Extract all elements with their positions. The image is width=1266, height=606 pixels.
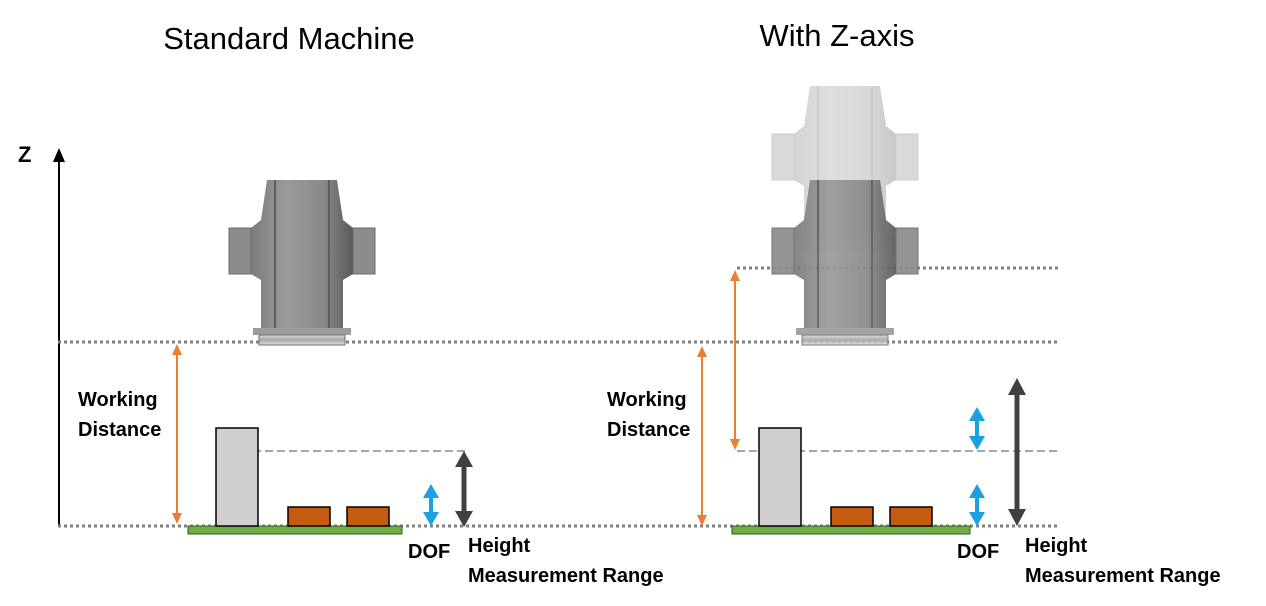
small-component-right-1: [830, 506, 874, 527]
height-range-label-right-line1: Height: [1025, 535, 1088, 557]
dof-arrow-right-lower: [969, 484, 985, 526]
dof-label-left: DOF: [408, 541, 450, 563]
pcb-board-left: [187, 525, 403, 535]
small-component-right-2: [889, 506, 933, 527]
working-distance-label-left-line2: Distance: [78, 419, 161, 441]
height-range-label-left-line1: Height: [468, 535, 531, 557]
small-component-left-2: [346, 506, 390, 527]
dof-arrow-right-upper: [969, 407, 985, 450]
pcb-assembly-left: [187, 427, 403, 535]
working-distance-label-right-line1: Working: [607, 389, 687, 411]
working-distance-arrow-right: [697, 346, 707, 526]
tall-component-left: [215, 427, 259, 527]
working-distance-label-left-line1: Working: [78, 389, 158, 411]
z-axis: [53, 148, 65, 526]
camera-right: [771, 179, 919, 346]
dof-arrow-left: [423, 484, 439, 526]
small-component-left-1: [287, 506, 331, 527]
working-distance-label-right-line2: Distance: [607, 419, 690, 441]
pcb-board-right: [731, 525, 971, 535]
height-range-arrow-right: [1008, 378, 1026, 526]
working-distance-arrow-left: [172, 344, 182, 524]
tall-component-right: [758, 427, 802, 527]
z-travel-arrow-right: [730, 270, 740, 450]
height-range-label-right-line2: Measurement Range: [1025, 565, 1221, 587]
pcb-assembly-right: [731, 427, 971, 535]
reference-lines: [58, 266, 1058, 528]
title-with-z-axis: With Z-axis: [760, 18, 915, 53]
camera-left: [228, 179, 376, 346]
height-range-arrow-left: [455, 451, 473, 527]
height-range-label-left-line2: Measurement Range: [468, 565, 664, 587]
dof-label-right: DOF: [957, 541, 999, 563]
z-axis-label: Z: [18, 142, 31, 167]
title-standard-machine: Standard Machine: [163, 21, 415, 56]
